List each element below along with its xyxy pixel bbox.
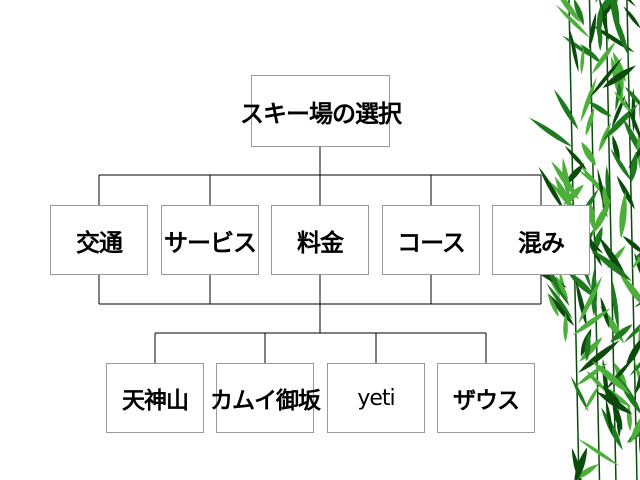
bamboo-leaf: [605, 399, 613, 435]
bamboo-leaf: [580, 43, 602, 64]
bamboo-leaf: [596, 391, 633, 415]
criterion-box-course: コース: [382, 205, 480, 275]
bamboo-leaf: [562, 35, 594, 58]
bamboo-leaf: [635, 357, 640, 395]
bamboo-leaf: [555, 4, 591, 39]
bamboo-leaf: [602, 385, 621, 406]
bamboo-leaf: [619, 190, 627, 239]
bamboo-leaf: [554, 0, 581, 24]
bamboo-leaf: [578, 169, 607, 191]
bamboo-leaf: [598, 122, 611, 152]
bamboo-leaf: [574, 447, 588, 480]
bamboo-leaf: [547, 293, 559, 318]
bamboo-leaf: [574, 463, 599, 480]
bamboo-leaf: [572, 308, 611, 336]
bamboo-leaf: [578, 276, 603, 324]
bamboo-leaf: [611, 278, 619, 331]
bamboo-leaf: [553, 89, 579, 130]
alternative-box-yeti: yeti: [327, 363, 425, 433]
bamboo-leaf: [581, 141, 596, 166]
bamboo-leaf: [605, 165, 610, 199]
bamboo-leaf: [538, 166, 565, 211]
bamboo-leaf: [610, 324, 633, 343]
criterion-box-crowding: 混み: [492, 205, 590, 275]
bamboo-leaf: [570, 375, 589, 412]
bamboo-leaf: [612, 134, 620, 163]
bamboo-leaf: [573, 0, 584, 26]
bamboo-leaf: [623, 6, 640, 29]
criterion-box-service: サービス: [161, 205, 259, 275]
bamboo-leaf: [613, 91, 633, 114]
bamboo-leaf: [529, 117, 573, 148]
bamboo-leaf: [548, 293, 575, 326]
bamboo-leaf: [587, 101, 612, 117]
bamboo-leaf: [629, 342, 640, 376]
bamboo-leaf: [577, 438, 620, 466]
criterion-box-price: 料金: [271, 205, 369, 275]
criterion-box-traffic: 交通: [50, 205, 148, 275]
bamboo-leaf: [584, 384, 600, 411]
bamboo-leaf: [631, 236, 640, 270]
bamboo-leaf: [630, 151, 638, 182]
bamboo-leaf: [609, 0, 620, 30]
bamboo-leaf: [610, 6, 629, 56]
bamboo-leaf: [588, 202, 596, 229]
bamboo-leaf: [616, 175, 635, 210]
goal-box: スキー場の選択: [240, 75, 402, 147]
bamboo-leaf: [580, 77, 597, 123]
bamboo-leaf: [563, 184, 584, 205]
bamboo-leaf: [564, 145, 587, 171]
bamboo-leaf: [610, 148, 632, 182]
alternative-box-kamui-misaka: カムイ御坂: [210, 363, 321, 433]
bamboo-leaf: [567, 271, 596, 298]
bamboo-leaf: [551, 160, 579, 200]
bamboo-leaf: [588, 12, 597, 49]
bamboo-leaf: [625, 336, 640, 368]
bamboo-leaf: [564, 163, 585, 185]
bamboo-leaf: [563, 312, 568, 343]
alternative-box-sauce: ザウス: [437, 363, 535, 433]
bamboo-leaf: [591, 249, 632, 282]
bamboo-leaf: [622, 235, 640, 254]
bamboo-leaf: [619, 273, 640, 309]
bamboo-leaf: [630, 410, 640, 444]
bamboo-leaf: [569, 29, 579, 73]
bamboo-leaf: [578, 340, 620, 373]
bamboo-leaf: [589, 57, 623, 99]
bamboo-leaf: [591, 360, 631, 395]
bamboo-leaf: [580, 46, 585, 75]
bamboo-leaf: [624, 86, 640, 108]
bamboo-leaf: [562, 157, 570, 200]
bamboo-leaf: [623, 306, 640, 343]
bamboo-leaf: [584, 331, 591, 362]
bamboo-leaf: [546, 283, 573, 320]
bamboo-leaf: [555, 275, 569, 300]
bamboo-leaf: [602, 65, 636, 88]
bamboo-leaf: [612, 402, 623, 431]
bamboo-leaf: [596, 3, 603, 38]
bamboo-leaf: [592, 199, 611, 235]
bamboo-leaf: [585, 107, 595, 136]
alternative-box-tenjinyama: 天神山: [106, 363, 204, 433]
bamboo-leaf: [591, 41, 616, 74]
